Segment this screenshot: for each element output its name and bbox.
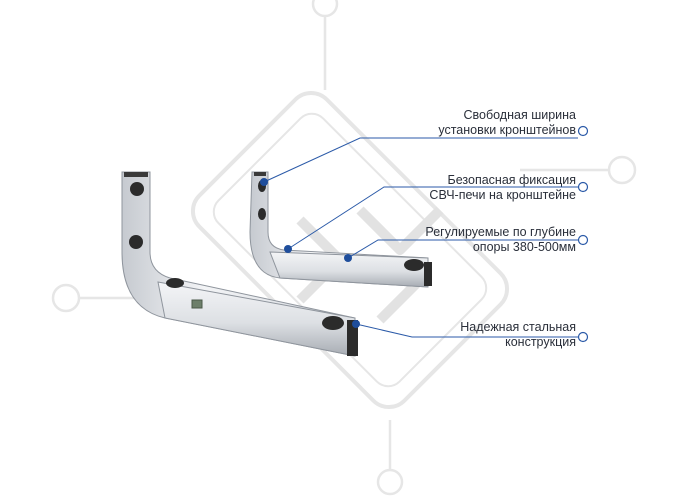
callout-dots: [260, 178, 360, 328]
callout-line: Надежная стальная: [460, 320, 576, 334]
leader-lines: [263, 137, 578, 338]
callout-adjustable-depth: Регулируемые по глубине опоры 380-500мм: [425, 225, 576, 255]
callout-end-markers: [577, 125, 589, 343]
callout-line: конструкция: [505, 335, 576, 349]
callout-line: Свободная ширина: [463, 108, 576, 122]
callout-steel-construction: Надежная стальная конструкция: [460, 320, 576, 350]
callout-line: Безопасная фиксация: [447, 173, 576, 187]
callout-line: Регулируемые по глубине: [425, 225, 576, 239]
callout-safe-fixation: Безопасная фиксация СВЧ-печи на кронштей…: [429, 173, 576, 203]
callout-free-width: Свободная ширина установки кронштейнов: [438, 108, 576, 138]
callout-line: опоры 380-500мм: [472, 240, 576, 254]
bracket-back: [249, 171, 432, 288]
callout-line: СВЧ-печи на кронштейне: [429, 188, 576, 202]
bracket-front: [121, 171, 358, 357]
callout-line: установки кронштейнов: [438, 123, 576, 137]
